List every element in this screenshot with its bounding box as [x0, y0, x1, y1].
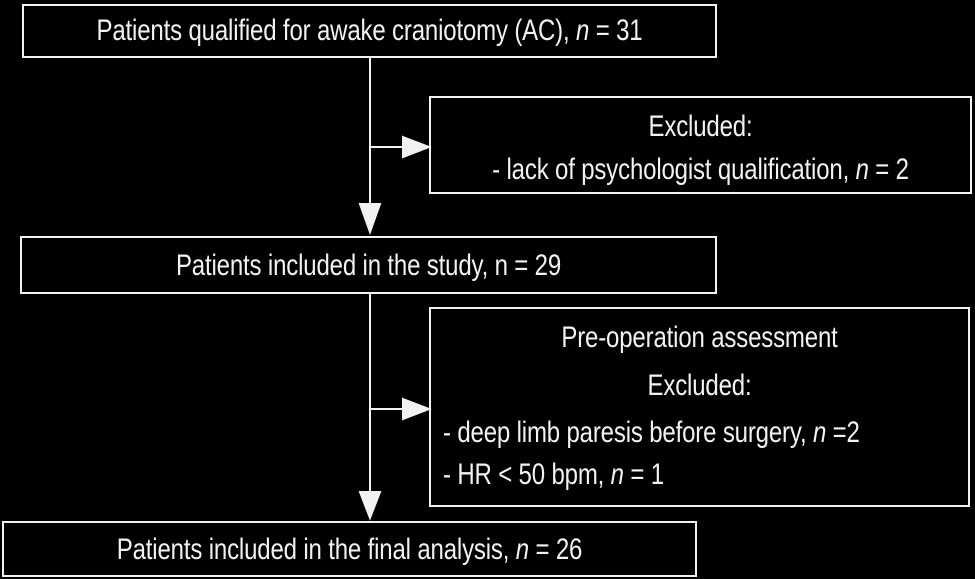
qualified-count: = 31 [589, 14, 643, 47]
final-analysis-label: Patients included in the final analysis, [116, 533, 516, 566]
n-symbol: n [812, 416, 827, 449]
study-patients-text: Patients included in the study, n = 29 [175, 249, 562, 282]
exclusion-1-item: - lack of psychologist qualification, n … [485, 153, 916, 187]
exclusion-2-heading: Pre-operation assessment [561, 321, 838, 354]
exclusion-2-item-1: - deep limb paresis before surgery, n =2 [443, 416, 860, 450]
exclusion-1-count: = 2 [868, 153, 909, 186]
exclusion-2-reason-2: - HR < 50 bpm, [443, 458, 611, 491]
n-symbol: n [610, 458, 624, 491]
exclusion-2-count-1: =2 [826, 416, 860, 449]
exclusion-2-count-2: = 1 [623, 458, 664, 491]
n-symbol: n [576, 14, 590, 47]
arrow-to-exclusion-1 [402, 135, 432, 159]
arrow-to-study-box [358, 203, 382, 235]
arrow-to-exclusion-2 [402, 397, 432, 421]
exclusion-2-reason-1: - deep limb paresis before surgery, [443, 416, 813, 449]
study-patients-box: Patients included in the study, n = 29 [20, 236, 717, 294]
exclusion-2-item-2: - HR < 50 bpm, n = 1 [443, 458, 664, 492]
final-analysis-box: Patients included in the final analysis,… [2, 521, 697, 577]
final-analysis-text: Patients included in the final analysis,… [73, 533, 626, 567]
exclusion-1-reason: - lack of psychologist qualification, [492, 153, 856, 186]
qualified-patients-label: Patients qualified for awake craniotomy … [96, 14, 577, 47]
exclusion-box-1: Excluded: - lack of psychologist qualifi… [429, 96, 972, 194]
exclusion-1-heading: Excluded: [648, 110, 753, 143]
qualified-patients-text: Patients qualified for awake craniotomy … [93, 14, 646, 48]
exclusion-2-subheading: Excluded: [647, 369, 752, 402]
arrow-to-final-box [358, 491, 382, 521]
n-symbol: n [515, 533, 529, 566]
n-symbol: n [855, 153, 869, 186]
final-count: = 26 [528, 533, 583, 566]
exclusion-box-2: Pre-operation assessment Excluded: - dee… [429, 307, 970, 507]
qualified-patients-box: Patients qualified for awake craniotomy … [22, 4, 717, 58]
